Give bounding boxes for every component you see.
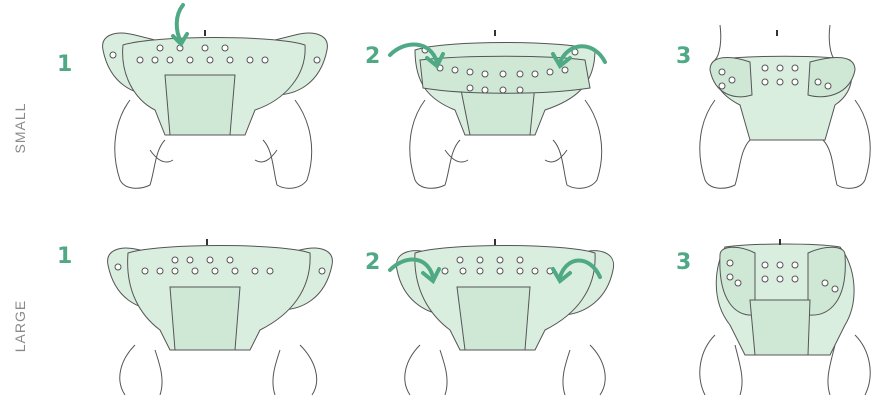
diaper-large-step-1 xyxy=(100,205,340,400)
row-label-small-text: SMALL xyxy=(12,103,28,154)
illustration-small-step-1 xyxy=(95,0,335,190)
illustration-small-step-3 xyxy=(690,0,873,190)
illustration-small-step-2 xyxy=(385,0,625,190)
diaper-small-step-1 xyxy=(95,0,335,195)
diaper-small-step-2 xyxy=(385,0,625,195)
illustration-large-step-2 xyxy=(385,205,625,395)
step-number-small-2: 2 xyxy=(365,44,380,69)
row-label-large-text: LARGE xyxy=(12,300,28,352)
step-number-small-1: 1 xyxy=(57,52,72,77)
diaper-small-step-3 xyxy=(690,0,873,195)
step-number-large-1: 1 xyxy=(57,244,72,269)
step-number-large-2: 2 xyxy=(365,250,380,275)
diaper-large-step-2 xyxy=(385,205,625,400)
arrow-down-icon xyxy=(173,5,187,44)
diaper-large-step-3 xyxy=(690,205,873,400)
illustration-large-step-3 xyxy=(690,205,873,395)
illustration-large-step-1 xyxy=(100,205,340,395)
